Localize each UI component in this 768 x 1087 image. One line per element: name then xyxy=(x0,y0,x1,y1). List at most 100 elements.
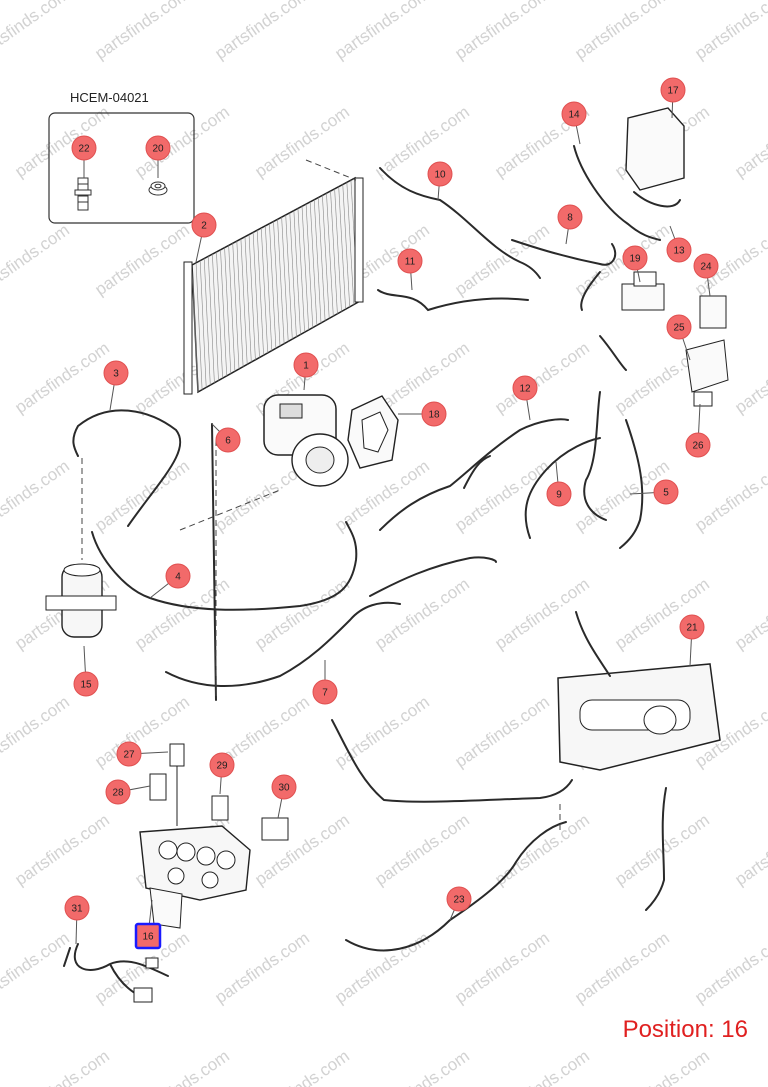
callout-22[interactable]: 22 xyxy=(71,135,97,161)
callout-number: 20 xyxy=(152,144,164,155)
compressor-drawing xyxy=(263,394,349,487)
watermark-text: partsfinds.com xyxy=(91,456,192,535)
watermark-text: partsfinds.com xyxy=(451,220,552,299)
callout-31[interactable]: 31 xyxy=(64,895,90,921)
callout-30[interactable]: 30 xyxy=(271,774,297,800)
fastener-inset-box xyxy=(48,112,195,224)
callout-number: 13 xyxy=(673,246,685,257)
watermark-text: partsfinds.com xyxy=(251,1046,352,1087)
callout-28[interactable]: 28 xyxy=(105,779,131,805)
callout-number: 15 xyxy=(80,680,92,691)
watermark-text: partsfinds.com xyxy=(571,928,672,1007)
callout-18[interactable]: 18 xyxy=(421,401,447,427)
callout-11[interactable]: 11 xyxy=(397,248,423,274)
nut-drawing xyxy=(148,181,168,196)
callout-number: 16 xyxy=(142,932,154,943)
callout-19[interactable]: 19 xyxy=(622,245,648,271)
watermark-text: partsfinds.com xyxy=(611,1046,712,1087)
watermark-text: partsfinds.com xyxy=(731,574,768,653)
watermark-text: partsfinds.com xyxy=(331,692,432,771)
sensor-29-drawing xyxy=(211,795,229,821)
callout-number: 6 xyxy=(225,436,231,447)
watermark-text: partsfinds.com xyxy=(731,338,768,417)
reference-code: HCEM-04021 xyxy=(70,90,149,105)
watermark-text: partsfinds.com xyxy=(691,0,768,63)
callout-8[interactable]: 8 xyxy=(557,204,583,230)
hvac-module-drawing xyxy=(557,663,721,771)
watermark-text: partsfinds.com xyxy=(611,574,712,653)
callout-number: 11 xyxy=(405,257,416,268)
callout-6[interactable]: 6 xyxy=(215,427,241,453)
watermark-text: partsfinds.com xyxy=(91,0,192,63)
callout-number: 26 xyxy=(692,441,704,452)
callout-25[interactable]: 25 xyxy=(666,314,692,340)
watermark-text: partsfinds.com xyxy=(0,220,73,299)
callout-number: 23 xyxy=(453,895,465,906)
watermark-text: partsfinds.com xyxy=(11,1046,112,1087)
watermark-text: partsfinds.com xyxy=(491,810,592,889)
watermark-text: partsfinds.com xyxy=(131,1046,232,1087)
watermark-text: partsfinds.com xyxy=(251,102,352,181)
callout-number: 19 xyxy=(629,254,641,265)
callout-26[interactable]: 26 xyxy=(685,432,711,458)
callout-1[interactable]: 1 xyxy=(293,352,319,378)
compressor-bracket-drawing xyxy=(347,395,399,469)
callout-13[interactable]: 13 xyxy=(666,237,692,263)
callout-27[interactable]: 27 xyxy=(116,741,142,767)
callout-number: 14 xyxy=(568,110,580,121)
callout-23[interactable]: 23 xyxy=(446,886,472,912)
stud-bolt-drawing xyxy=(74,177,92,211)
callout-number: 31 xyxy=(71,904,83,915)
watermark-text: partsfinds.com xyxy=(131,102,232,181)
callout-number: 28 xyxy=(112,788,124,799)
callout-16[interactable]: 16 xyxy=(134,922,162,950)
callout-29[interactable]: 29 xyxy=(209,752,235,778)
callout-number: 24 xyxy=(700,262,712,273)
watermark-text: partsfinds.com xyxy=(11,102,112,181)
callout-number: 5 xyxy=(663,488,669,499)
watermark-text: partsfinds.com xyxy=(731,102,768,181)
watermark-text: partsfinds.com xyxy=(731,1046,768,1087)
callout-5[interactable]: 5 xyxy=(653,479,679,505)
callout-24[interactable]: 24 xyxy=(693,253,719,279)
callout-7[interactable]: 7 xyxy=(312,679,338,705)
watermark-text: partsfinds.com xyxy=(0,692,73,771)
callout-10[interactable]: 10 xyxy=(427,161,453,187)
valve-19-drawing xyxy=(621,271,665,311)
watermark-text: partsfinds.com xyxy=(211,0,312,63)
callout-21[interactable]: 21 xyxy=(679,614,705,640)
watermark-text: partsfinds.com xyxy=(571,0,672,63)
refrigerant-lines xyxy=(72,145,681,952)
watermark-text: partsfinds.com xyxy=(371,1046,472,1087)
harness-connector xyxy=(133,987,153,1003)
watermark-text: partsfinds.com xyxy=(11,810,112,889)
sensor-28-drawing xyxy=(149,773,167,801)
valve-24-26-drawing xyxy=(685,295,729,407)
callout-20[interactable]: 20 xyxy=(145,135,171,161)
callout-3[interactable]: 3 xyxy=(103,360,129,386)
watermark-text: partsfinds.com xyxy=(211,928,312,1007)
watermark-text: partsfinds.com xyxy=(11,338,112,417)
watermark-text: partsfinds.com xyxy=(451,692,552,771)
callout-number: 17 xyxy=(667,86,679,97)
expansion-valve-block-drawing xyxy=(139,825,251,929)
callout-15[interactable]: 15 xyxy=(73,671,99,697)
watermark-text: partsfinds.com xyxy=(371,574,472,653)
callout-number: 29 xyxy=(216,761,228,772)
callout-2[interactable]: 2 xyxy=(191,212,217,238)
harness-connector xyxy=(145,957,159,969)
watermark-text: partsfinds.com xyxy=(0,0,73,63)
callout-number: 25 xyxy=(673,323,685,334)
watermark-text: partsfinds.com xyxy=(491,574,592,653)
callout-9[interactable]: 9 xyxy=(546,481,572,507)
watermark-text: partsfinds.com xyxy=(491,1046,592,1087)
callout-4[interactable]: 4 xyxy=(165,563,191,589)
callout-14[interactable]: 14 xyxy=(561,101,587,127)
callout-number: 22 xyxy=(78,144,90,155)
callout-number: 12 xyxy=(519,384,531,395)
callout-17[interactable]: 17 xyxy=(660,77,686,103)
watermark-text: partsfinds.com xyxy=(0,456,73,535)
callout-number: 3 xyxy=(113,369,119,380)
callout-12[interactable]: 12 xyxy=(512,375,538,401)
